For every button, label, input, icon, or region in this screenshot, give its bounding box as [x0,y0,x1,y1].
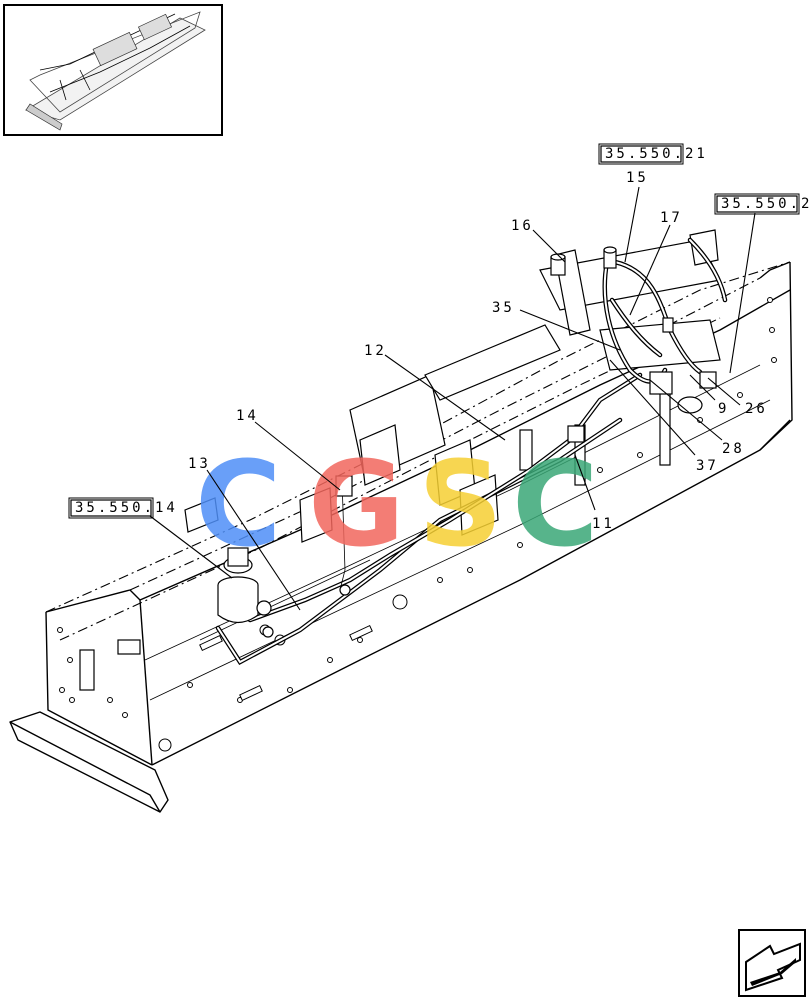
callout-37: 37 [696,458,719,474]
callout-28: 28 [722,441,745,457]
watermark-letter: C [512,435,599,573]
ref-label: 35.550.23 [721,196,812,212]
hydraulic-lines [215,237,728,665]
callout-labels: 15 16 17 35 12 14 13 9 26 28 37 11 [188,170,768,532]
callout-9: 9 [718,401,729,417]
callout-14: 14 [236,408,259,424]
brake-reservoir [217,547,274,638]
next-page-arrow-icon[interactable] [738,929,806,997]
watermark-logo: C G S C [195,435,599,573]
callout-26: 26 [745,401,768,417]
callout-13: 13 [188,456,211,472]
callout-12: 12 [364,343,387,359]
ref-box-35-550-23[interactable]: 35.550.23 [714,193,812,215]
overview-thumbnail-icon[interactable] [3,4,223,136]
watermark-letter: C [195,435,282,573]
ref-box-35-550-21[interactable]: 35.550.21 [598,143,708,165]
callout-16: 16 [511,218,534,234]
callout-17: 17 [660,210,683,226]
watermark-letter: S [418,435,503,573]
leader-lines [149,186,756,611]
callout-35: 35 [492,300,515,316]
ref-box-35-550-14[interactable]: 35.550.14 [68,497,178,519]
watermark-letter: G [308,435,405,573]
ref-label: 35.550.21 [605,146,708,162]
ref-label: 35.550.14 [75,500,178,516]
valve-assembly-top [335,246,717,596]
callout-11: 11 [592,516,615,532]
callout-15: 15 [626,170,649,186]
